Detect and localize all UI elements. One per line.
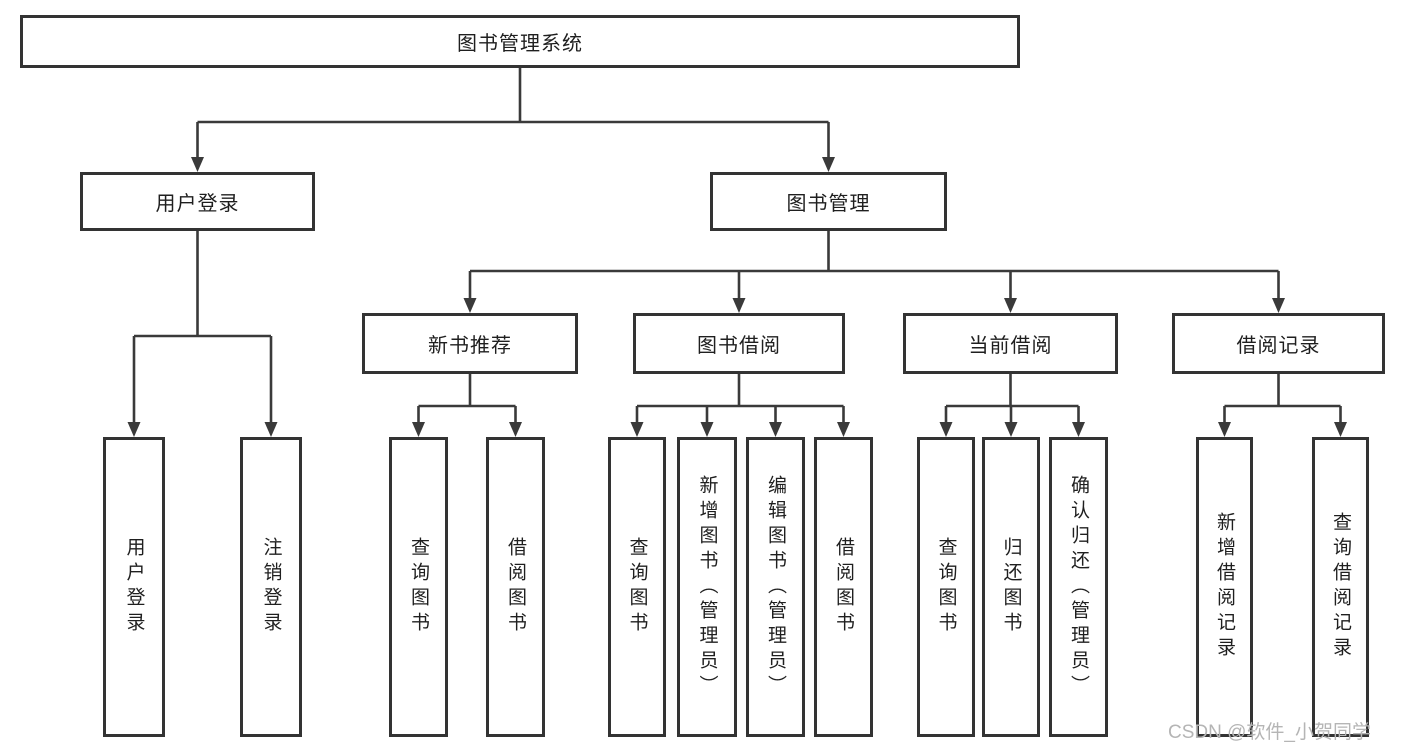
arrowhead-icon (509, 422, 522, 437)
arrowhead-icon (264, 422, 278, 437)
node-user-login: 用户登录 (80, 172, 315, 231)
leaf-current-query-book: 查询图书 (917, 437, 975, 737)
leaf-user-login: 用户登录 (103, 437, 165, 737)
leaf-recommend-borrow-book: 借阅图书 (486, 437, 545, 737)
arrowhead-icon (463, 298, 477, 313)
arrowhead-icon (1218, 422, 1231, 437)
arrowhead-icon (1072, 422, 1085, 437)
leaf-record-query: 查询借阅记录 (1312, 437, 1369, 737)
leaf-record-add-label: 新增借阅记录 (1214, 512, 1235, 662)
arrowhead-icon (1004, 422, 1018, 437)
csdn-watermark: CSDN @软件_小贺同学 (1168, 722, 1371, 743)
leaf-borrow-borrow-book-label: 借阅图书 (833, 537, 854, 637)
arrowhead-icon (191, 157, 204, 172)
leaf-recommend-query-book-label: 查询图书 (408, 537, 429, 637)
arrowhead-icon (822, 157, 835, 172)
leaf-recommend-query-book: 查询图书 (389, 437, 448, 737)
node-current-borrow: 当前借阅 (903, 313, 1118, 374)
arrowhead-icon (732, 298, 746, 313)
leaf-logout-label: 注销登录 (260, 537, 282, 637)
leaf-record-add: 新增借阅记录 (1196, 437, 1253, 737)
arrowhead-icon (1334, 422, 1347, 437)
arrowhead-icon (412, 422, 425, 437)
leaf-record-query-label: 查询借阅记录 (1330, 512, 1351, 662)
node-book-borrow: 图书借阅 (633, 313, 845, 374)
leaf-logout: 注销登录 (240, 437, 302, 737)
node-current-borrow-label: 当前借阅 (968, 335, 1053, 357)
leaf-current-return-book: 归还图书 (982, 437, 1040, 737)
leaf-borrow-query-book: 查询图书 (608, 437, 666, 737)
leaf-borrow-borrow-book: 借阅图书 (814, 437, 873, 737)
arrowhead-icon (700, 422, 714, 437)
arrowhead-icon (837, 422, 850, 437)
leaf-borrow-add-book-admin: 新增图书（管理员） (677, 437, 737, 737)
node-book-borrow-label: 图书借阅 (697, 335, 781, 357)
leaf-user-login-label: 用户登录 (123, 537, 145, 637)
leaf-borrow-add-book-admin-label: 新增图书（管理员） (696, 474, 718, 700)
leaf-borrow-edit-book-admin: 编辑图书（管理员） (746, 437, 805, 737)
leaf-recommend-borrow-book-label: 借阅图书 (505, 537, 526, 637)
arrowhead-icon (1272, 298, 1285, 313)
node-borrow-records: 借阅记录 (1172, 313, 1385, 374)
leaf-current-return-book-label: 归还图书 (1000, 537, 1022, 637)
arrowhead-icon (127, 422, 141, 437)
leaf-current-confirm-return-admin: 确认归还（管理员） (1049, 437, 1108, 737)
node-book-management-label: 图书管理 (786, 193, 871, 215)
node-root-label: 图书管理系统 (457, 33, 583, 55)
arrowhead-icon (769, 422, 782, 437)
arrowhead-icon (939, 422, 953, 437)
leaf-current-query-book-label: 查询图书 (935, 537, 957, 637)
node-book-management: 图书管理 (710, 172, 947, 231)
node-new-book-recommend: 新书推荐 (362, 313, 578, 374)
leaf-current-confirm-return-admin-label: 确认归还（管理员） (1068, 474, 1089, 700)
node-user-login-label: 用户登录 (155, 193, 240, 215)
node-root: 图书管理系统 (20, 15, 1020, 68)
leaf-borrow-query-book-label: 查询图书 (626, 537, 648, 637)
arrowhead-icon (630, 422, 644, 437)
leaf-borrow-edit-book-admin-label: 编辑图书（管理员） (765, 474, 786, 700)
node-new-book-recommend-label: 新书推荐 (428, 335, 512, 357)
arrowhead-icon (1004, 298, 1017, 313)
node-borrow-records-label: 借阅记录 (1236, 335, 1321, 357)
